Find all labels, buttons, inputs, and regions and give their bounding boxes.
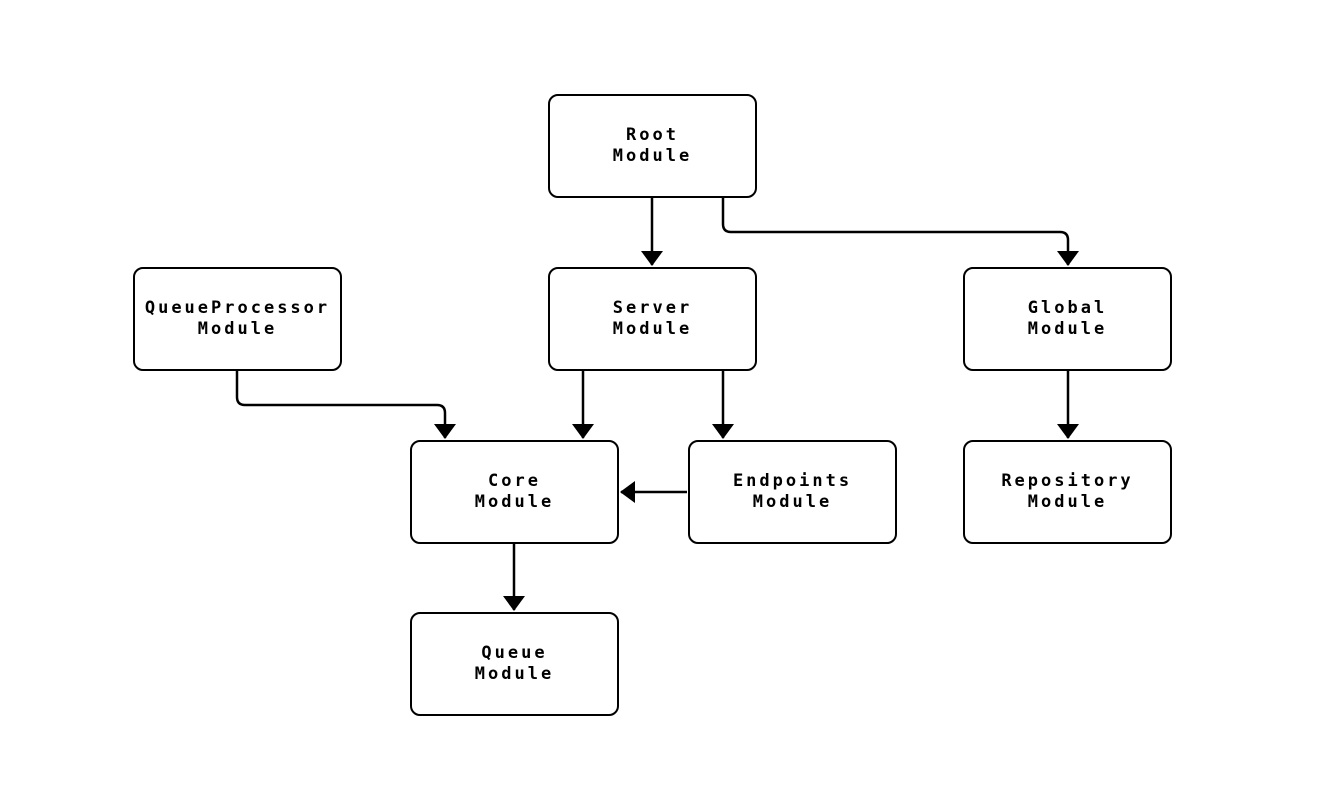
node-server-module-label: Server Module [612,298,693,339]
node-endpoints-module: Endpoints Module [688,440,897,544]
edge-root-to-global [721,198,1079,266]
node-global-module-label: Global Module [1027,298,1108,339]
node-core-module: Core Module [410,440,619,544]
node-repository-module-label: Repository Module [1001,471,1134,512]
node-server-module: Server Module [548,267,757,371]
node-queue-module-label: Queue Module [474,643,555,684]
edge-queueprocessor-to-core [235,371,456,439]
node-queueprocessor-module-label: QueueProcessor Module [144,298,331,339]
node-root-module-label: Root Module [612,125,693,166]
node-core-module-label: Core Module [474,471,555,512]
node-queueprocessor-module: QueueProcessor Module [133,267,342,371]
node-repository-module: Repository Module [963,440,1172,544]
node-global-module: Global Module [963,267,1172,371]
node-root-module: Root Module [548,94,757,198]
node-queue-module: Queue Module [410,612,619,716]
node-endpoints-module-label: Endpoints Module [732,471,853,512]
